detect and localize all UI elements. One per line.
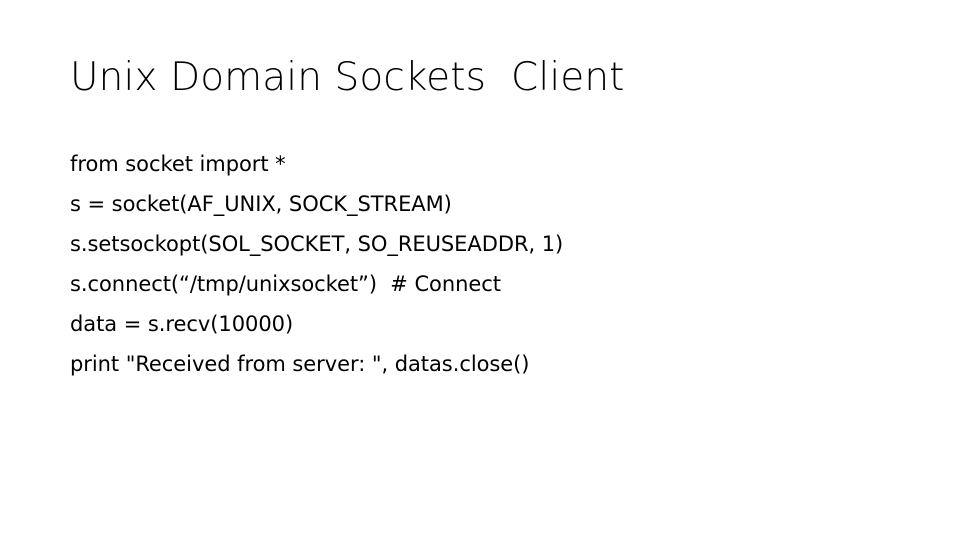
code-block: from socket import * s = socket(AF_UNIX,… bbox=[70, 144, 910, 384]
code-line: s = socket(AF_UNIX, SOCK_STREAM) bbox=[70, 192, 452, 216]
code-line: print "Received from server: ", datas.cl… bbox=[70, 352, 530, 376]
code-line: s.connect(“/tmp/unixsocket”) # Connect bbox=[70, 272, 501, 296]
page-title: Unix Domain Sockets Client bbox=[70, 55, 625, 100]
code-line: s.setsockopt(SOL_SOCKET, SO_REUSEADDR, 1… bbox=[70, 232, 564, 256]
code-line: data = s.recv(10000) bbox=[70, 312, 294, 336]
code-line: from socket import * bbox=[70, 152, 286, 176]
